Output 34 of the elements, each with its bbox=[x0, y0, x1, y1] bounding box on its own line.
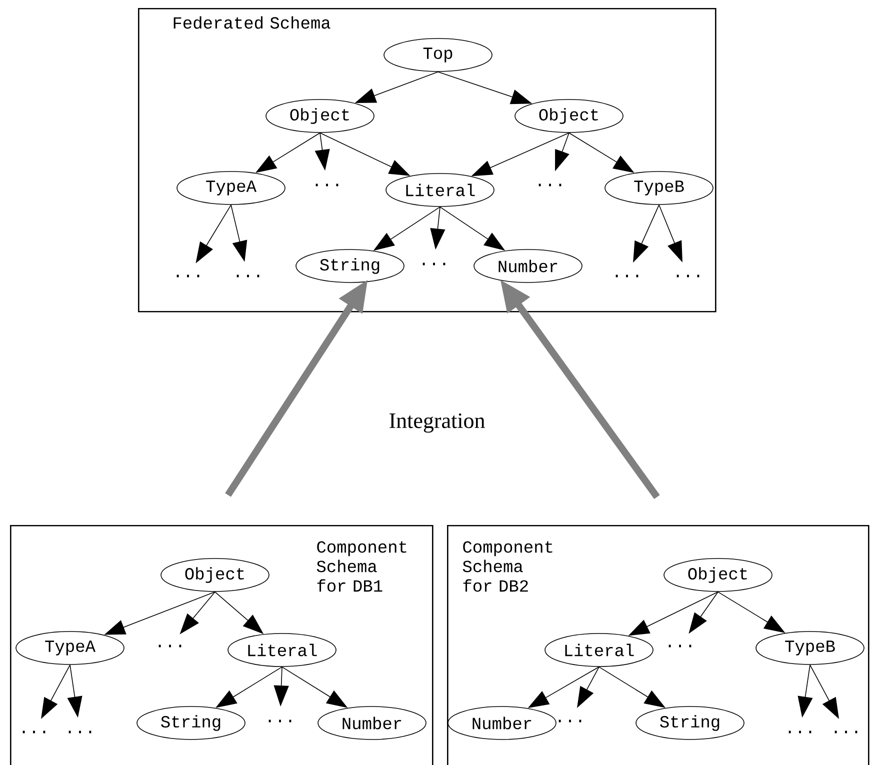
ellipsis-text: ... bbox=[788, 730, 812, 734]
ellipsis-text: ... bbox=[236, 274, 260, 278]
ellipse-node: String bbox=[636, 706, 744, 740]
ellipse-node: TypeA bbox=[16, 631, 124, 665]
ellipse-node: Object bbox=[664, 558, 772, 592]
ellipsis-text: ... bbox=[422, 262, 446, 266]
ellipse-node: Object bbox=[514, 99, 624, 133]
ellipsis-text: ... bbox=[316, 184, 338, 186]
ellipse-node: TypeB bbox=[604, 171, 714, 205]
ellipsis-text: ... bbox=[668, 644, 692, 648]
ellipse-node: Object bbox=[160, 558, 270, 592]
ellipse-node: TypeB bbox=[756, 631, 864, 665]
ellipse-node: Literal bbox=[228, 633, 336, 667]
ellipsis-text: ... bbox=[676, 274, 700, 278]
ellipsis-text: ... bbox=[558, 720, 582, 722]
ellipsis-text: ... bbox=[616, 274, 638, 278]
ellipse-node: Object bbox=[266, 99, 374, 133]
ellipse-node: Top bbox=[384, 38, 492, 72]
ellipsis-text: ... bbox=[538, 184, 562, 186]
ellipse-node: Literal bbox=[544, 633, 654, 667]
ellipse-node: Literal bbox=[386, 173, 494, 207]
ellipsis-text: ... bbox=[22, 730, 46, 734]
ellipse-node: String bbox=[136, 706, 246, 740]
ellipsis-text: ... bbox=[268, 720, 292, 722]
ellipsis-text: ... bbox=[158, 644, 182, 648]
ellipsis-text: ... bbox=[834, 730, 858, 734]
ellipsis-text: ... bbox=[176, 274, 200, 278]
ellipse-node: TypeA bbox=[176, 171, 286, 205]
ellipse-node: Number bbox=[474, 249, 582, 283]
ellipse-node: String bbox=[296, 249, 404, 283]
ellipse-node: Number bbox=[448, 706, 556, 740]
ellipsis-text: ... bbox=[68, 730, 92, 734]
integration-label: Integration bbox=[390, 413, 485, 433]
ellipse-node: Number bbox=[318, 706, 426, 740]
